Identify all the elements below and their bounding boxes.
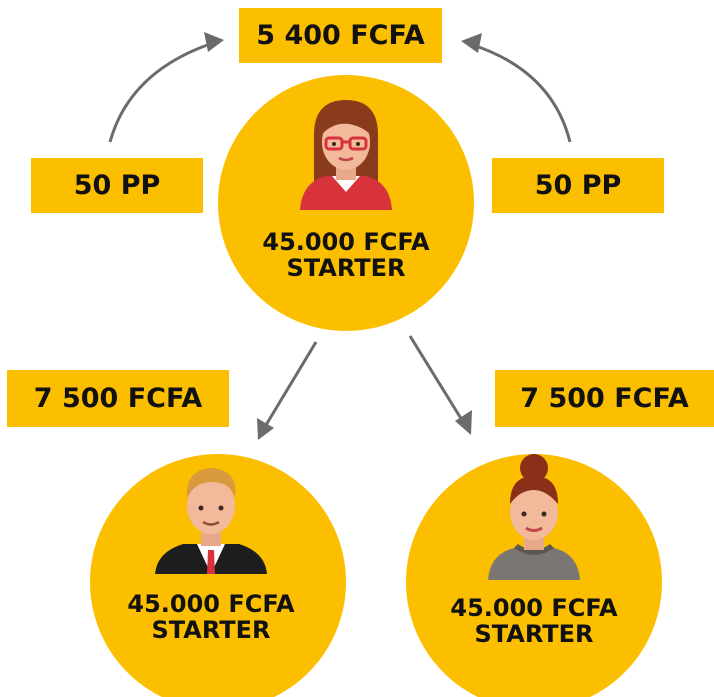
arrow-left-up-head bbox=[204, 32, 224, 52]
right-node-text: 45.000 FCFA STARTER bbox=[434, 595, 634, 647]
right-pp-box: 50 PP bbox=[492, 158, 664, 213]
left-pp-box: 50 PP bbox=[31, 158, 203, 213]
right-bonus-box: 7 500 FCFA bbox=[495, 370, 714, 427]
center-node-price: 45.000 FCFA bbox=[262, 228, 430, 256]
top-amount-label: 5 400 FCFA bbox=[256, 20, 425, 51]
arrow-right-up bbox=[469, 42, 572, 143]
arrow-down-right bbox=[408, 335, 467, 426]
right-node-plan: STARTER bbox=[474, 620, 594, 648]
woman-with-bun-icon bbox=[488, 454, 580, 580]
left-node-price: 45.000 FCFA bbox=[127, 590, 295, 618]
center-node-text: 45.000 FCFA STARTER bbox=[246, 229, 446, 281]
left-bonus-box: 7 500 FCFA bbox=[7, 370, 229, 427]
left-node-text: 45.000 FCFA STARTER bbox=[111, 591, 311, 643]
left-pp-label: 50 PP bbox=[73, 170, 161, 201]
center-node-plan: STARTER bbox=[286, 254, 406, 282]
woman-with-glasses-icon bbox=[300, 100, 392, 210]
right-bonus-label: 7 500 FCFA bbox=[520, 383, 689, 414]
right-pp-label: 50 PP bbox=[534, 170, 622, 201]
left-bonus-label: 7 500 FCFA bbox=[33, 383, 203, 414]
arrow-right-up-head bbox=[461, 33, 482, 53]
left-node-plan: STARTER bbox=[151, 616, 271, 644]
man-in-suit-icon bbox=[155, 468, 267, 574]
right-node-price: 45.000 FCFA bbox=[450, 594, 618, 622]
arrow-left-up bbox=[108, 40, 217, 143]
arrow-down-left-head bbox=[257, 418, 274, 440]
top-amount-box: 5 400 FCFA bbox=[239, 8, 442, 63]
arrow-down-left bbox=[261, 341, 318, 431]
arrow-down-right-head bbox=[455, 410, 472, 435]
